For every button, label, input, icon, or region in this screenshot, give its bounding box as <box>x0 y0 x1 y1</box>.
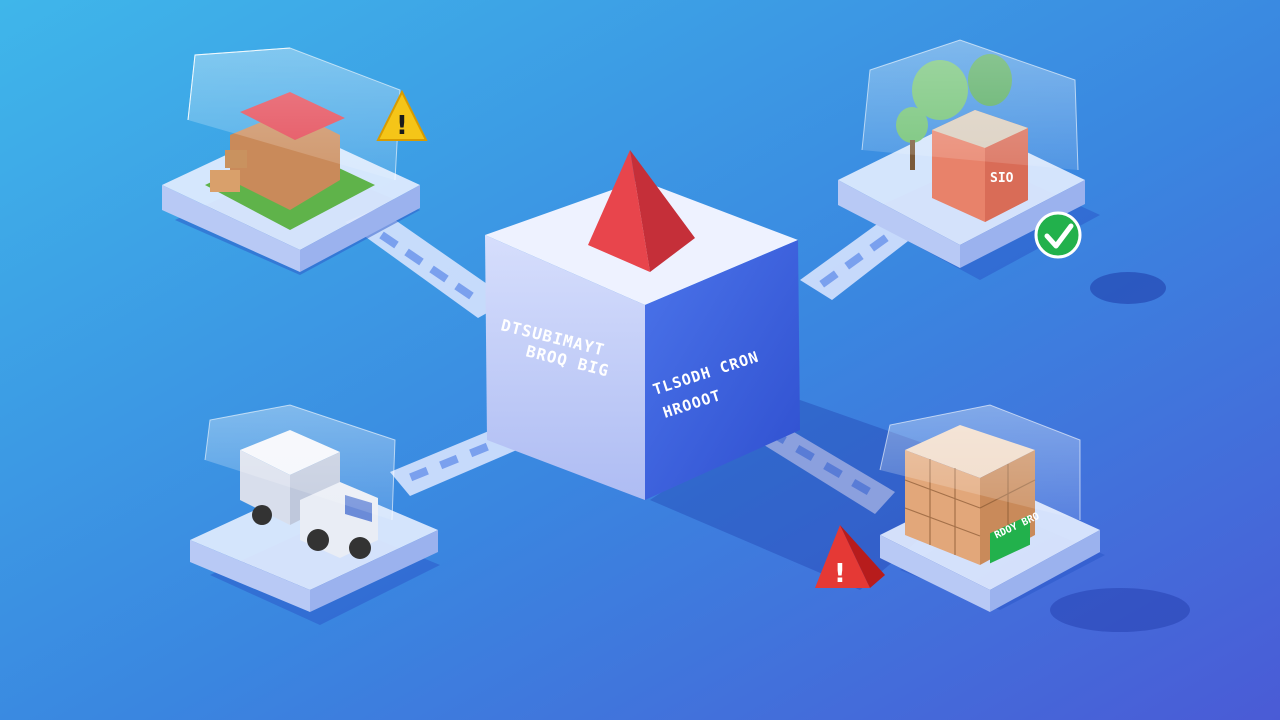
warehouse-shadow <box>1050 588 1190 632</box>
central-hub: DTSUBIMAYT BROQ BIG TLSODH CRON HROOOT <box>485 150 800 500</box>
factory-sign: SIO <box>990 171 1014 186</box>
alert-icon: ! <box>815 525 885 589</box>
check-icon <box>1034 211 1082 259</box>
node-warehouse: RDOY BRO <box>879 404 1105 612</box>
factory-shadow <box>1090 272 1166 304</box>
svg-text:!: ! <box>396 111 408 141</box>
svg-text:!: ! <box>834 559 846 589</box>
node-factory: SIO <box>838 39 1100 280</box>
warning-icon: ! <box>376 89 428 141</box>
pyramid-icon <box>588 150 650 272</box>
hub-right-face <box>645 240 800 500</box>
node-house <box>162 47 420 275</box>
hub-left-face <box>485 235 645 500</box>
connector-factory-hub <box>800 222 912 300</box>
connector-house-hub <box>345 208 510 318</box>
node-truck <box>190 404 440 625</box>
